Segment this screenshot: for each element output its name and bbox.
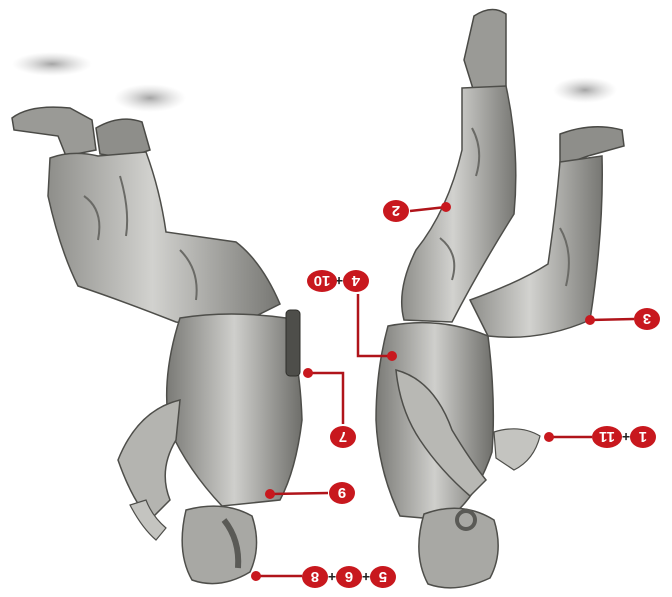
badge-label-11: 11 xyxy=(599,428,615,445)
anchor-dot-4-10 xyxy=(387,351,397,361)
anchor-dot-5-6-8 xyxy=(251,571,261,581)
head-left xyxy=(182,506,256,583)
joiner-plus-5-6: + xyxy=(362,569,370,585)
arm-left xyxy=(118,400,180,520)
leader-line-9 xyxy=(270,493,328,494)
badge-label-10: 10 xyxy=(314,272,331,289)
badge-label-5: 5 xyxy=(379,568,387,585)
badge-label-3: 3 xyxy=(643,310,651,327)
shadow-left xyxy=(12,52,92,76)
callout-3: 3 xyxy=(585,308,660,330)
shadow-mid xyxy=(114,84,186,112)
badge-label-7: 7 xyxy=(339,428,347,445)
callout-1-11: 11 + 1 xyxy=(544,426,656,448)
boot-right-a xyxy=(464,9,506,92)
badge-label-6: 6 xyxy=(345,568,353,585)
holster-left xyxy=(286,310,300,376)
callout-5-6-8: 8 + 6 + 5 xyxy=(251,566,396,588)
badge-label-1: 1 xyxy=(639,428,647,445)
anchor-dot-1-11 xyxy=(544,432,554,442)
anchor-dot-2 xyxy=(441,202,451,212)
callout-7: 7 xyxy=(303,368,356,448)
leader-line-7 xyxy=(308,373,343,424)
boot-left-a xyxy=(12,107,96,156)
joiner-plus-6-8: + xyxy=(328,569,336,585)
figure-left xyxy=(12,107,302,583)
shadow-right xyxy=(553,77,617,103)
anchor-dot-7 xyxy=(303,368,313,378)
anchor-dot-3 xyxy=(585,315,595,325)
joiner-plus-1-11: + xyxy=(622,429,630,445)
badge-label-8: 8 xyxy=(311,568,319,585)
torso-left xyxy=(167,314,302,506)
badge-label-2: 2 xyxy=(392,202,400,219)
anchor-dot-9 xyxy=(265,489,275,499)
badge-label-9: 9 xyxy=(338,484,346,501)
leg-right-upper xyxy=(402,86,516,322)
leader-line-3 xyxy=(590,319,634,320)
hand-right xyxy=(494,429,540,470)
legs-left xyxy=(48,152,280,330)
badge-label-4: 4 xyxy=(351,272,360,289)
